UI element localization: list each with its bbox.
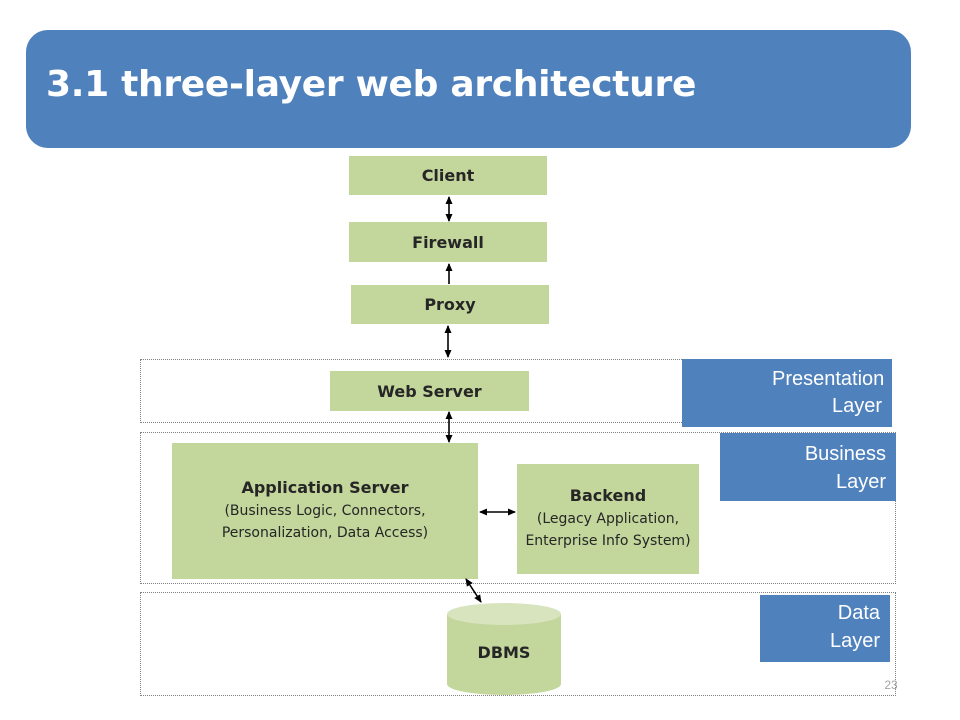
web-server-box: Web Server — [330, 371, 529, 411]
application-server-line2: Personalization, Data Access) — [221, 525, 429, 541]
data-layer-label: Data Layer — [760, 595, 890, 662]
client-label: Client — [421, 166, 475, 185]
business-layer-frame — [140, 432, 896, 584]
backend-line2: Enterprise Info System) — [525, 533, 691, 549]
business-layer-label: Business Layer — [720, 433, 896, 501]
backend-title: Backend — [569, 486, 647, 505]
presentation-layer-text: Presentation Layer — [772, 368, 885, 417]
data-layer-text: Data Layer — [829, 602, 880, 652]
business-layer-text: Business Layer — [804, 443, 886, 493]
proxy-label: Proxy — [424, 295, 476, 314]
title-bar — [26, 30, 911, 148]
proxy-box: Proxy — [351, 285, 549, 324]
presentation-layer-label: Presentation Layer — [682, 359, 892, 427]
slide-title: 3.1 three-layer web architecture — [46, 64, 697, 105]
backend-line1: (Legacy Application, — [536, 511, 680, 527]
application-server-box: Application Server (Business Logic, Conn… — [172, 443, 478, 579]
firewall-label: Firewall — [412, 232, 484, 252]
client-box: Client — [349, 156, 547, 195]
dbms-label: DBMS — [477, 643, 531, 662]
application-server-title: Application Server — [241, 478, 409, 497]
data-layer-frame — [140, 592, 896, 696]
backend-box: Backend (Legacy Application, Enterprise … — [517, 464, 699, 574]
firewall-box: Firewall — [349, 222, 547, 262]
application-server-line1: (Business Logic, Connectors, — [224, 503, 426, 519]
dbms-cylinder — [447, 603, 561, 695]
appserver-dbms-connector — [465, 578, 482, 603]
page-number: 23 — [884, 678, 898, 692]
web-server-label: Web Server — [377, 381, 482, 401]
